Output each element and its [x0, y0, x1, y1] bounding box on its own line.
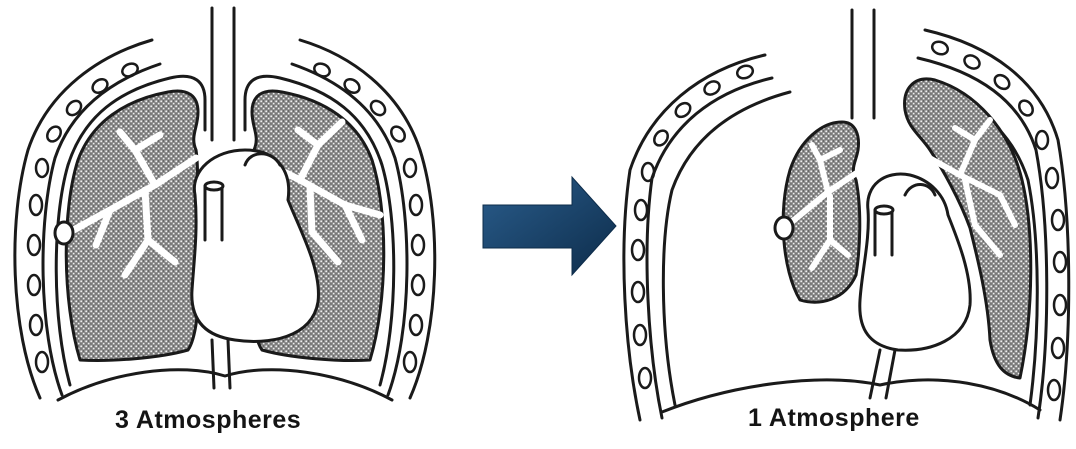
- panel-3-atmospheres: [15, 8, 435, 400]
- heart: [860, 174, 970, 398]
- panel-1-atmosphere: [624, 10, 1069, 420]
- lung-left: [783, 122, 860, 302]
- lung-nodule: [775, 217, 793, 239]
- trachea: [852, 10, 874, 118]
- panel-label-3-atmospheres: 3 Atmospheres: [115, 406, 301, 435]
- right-arrow-icon: [483, 177, 616, 275]
- pleural-lining: [663, 92, 790, 405]
- panel-label-1-atmosphere: 1 Atmosphere: [748, 404, 920, 433]
- trachea: [212, 8, 234, 140]
- diaphragm: [58, 370, 392, 400]
- lung-nodule: [55, 222, 73, 244]
